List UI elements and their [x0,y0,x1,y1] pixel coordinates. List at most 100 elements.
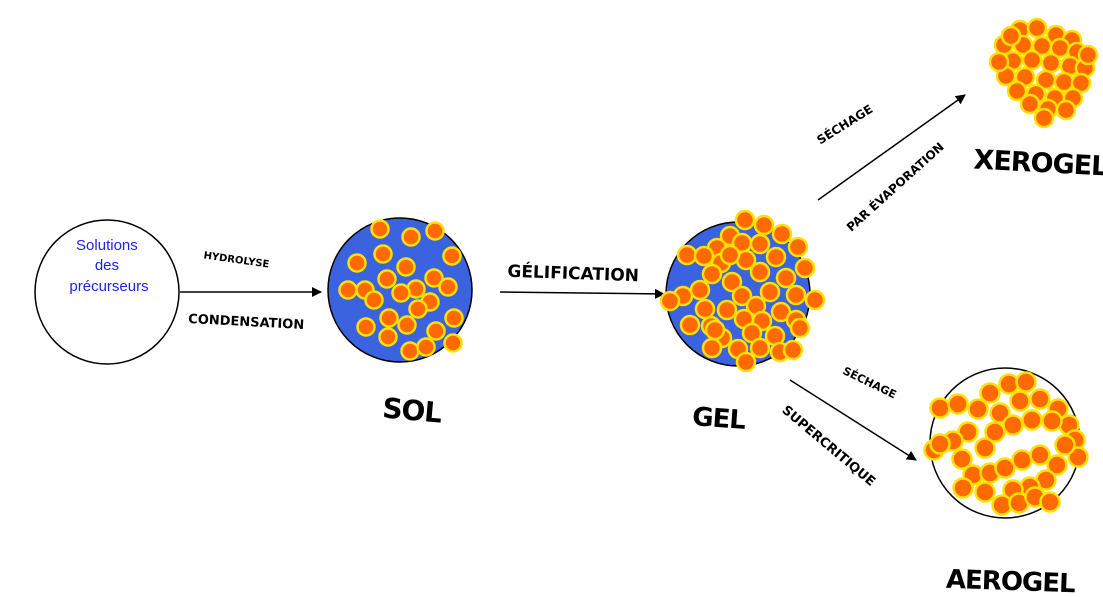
particle [373,244,393,264]
particle [679,314,701,336]
particle [734,209,756,231]
particle [721,271,743,293]
particle [701,263,723,285]
particle [789,317,811,339]
particle [397,315,417,335]
particle [347,253,367,273]
label-supercritique: SUPERCRITIQUE [779,403,878,490]
particle [701,337,723,359]
particle [1011,449,1033,471]
particle [1033,107,1055,129]
particle [1009,390,1031,412]
label-gelification: GÉLIFICATION [507,260,639,287]
label-aerogel: AEROGEL [945,565,1075,597]
particle [1039,491,1061,513]
label-gel: GEL [691,402,746,436]
particle [689,279,711,301]
particle [974,481,996,503]
particle [338,280,358,300]
particle [1019,93,1041,115]
particle [785,284,807,306]
particle [356,317,376,337]
label-hydrolyse: HYDROLYSE [203,250,270,270]
particle [765,246,787,268]
particle [979,382,1001,404]
particle [444,308,464,328]
xerogel-particles [988,17,1099,129]
particle [426,321,446,341]
particle [416,337,436,357]
particle [735,351,757,373]
label-sechage-bottom: SÉCHAGE [841,364,899,401]
particle [400,341,420,361]
precursor-solution-circle [34,219,180,365]
particle [1021,409,1043,431]
particle [1026,17,1048,39]
particle [1021,49,1043,71]
particle [379,308,399,328]
label-sol: SOL [381,392,444,430]
particle [408,299,428,319]
label-xerogel: XEROGEL [973,145,1103,183]
particle [425,221,445,241]
precursor-line-1: Solutions [76,237,138,254]
particle [775,267,797,289]
particle [984,421,1006,443]
precursor-line-3: précurseurs [69,278,148,295]
particle [364,290,384,310]
particle [659,290,681,312]
label-sechage-top: SÉCHAGE [814,101,875,147]
particle [782,339,804,361]
particle [749,337,771,359]
particle [1067,446,1089,468]
particle [804,289,826,311]
arrow-xerogel [817,94,966,201]
sol-particles [338,219,464,361]
particle [1006,80,1028,102]
particle [443,333,463,353]
particle [951,448,973,470]
particle [438,277,458,297]
label-condensation: CONDENSATION [188,312,305,333]
particle [1015,371,1037,393]
particle [1046,454,1068,476]
particle [704,319,726,341]
particle [719,244,741,266]
particle [1002,414,1024,436]
particle [1077,44,1099,66]
particle [731,285,753,307]
particle [1055,99,1077,121]
particle [794,257,816,279]
particle [952,477,974,499]
particle [974,437,996,459]
particle [378,327,398,347]
particle [370,219,390,239]
particle [947,393,969,415]
particle [988,51,1010,73]
particle [759,281,781,303]
particle [716,299,738,321]
particle [1040,52,1062,74]
particle [1041,410,1063,432]
particle [967,398,989,420]
label-par-evaporation: PAR ÉVAPORATION [843,139,947,234]
gel-particles [659,209,826,373]
particle [391,283,411,303]
particle [749,261,771,283]
arrow-gelification [499,288,665,299]
particle [1029,388,1051,410]
particle [676,244,698,266]
particle [771,223,793,245]
aerogel-particles [923,371,1089,516]
particle [994,457,1016,479]
arrow-aerogel [789,379,917,461]
precursor-line-2: des [95,257,119,274]
particle [424,268,444,288]
particle [401,227,421,247]
particle [787,236,809,258]
particle [929,433,951,455]
particle [693,245,715,267]
particle [396,257,416,277]
particle [442,246,462,266]
